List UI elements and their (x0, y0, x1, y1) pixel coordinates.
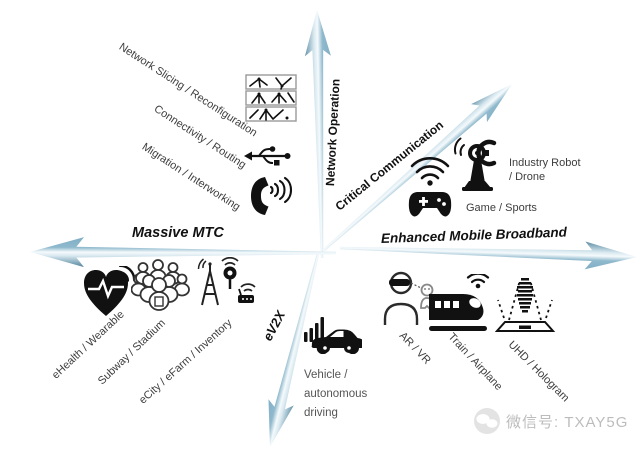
ar-vr-icon (383, 271, 434, 325)
industry-robot-line1: Industry Robot (509, 157, 581, 169)
heart-pulse-icon (84, 266, 136, 316)
industry-robot-drone-label: Industry Robot / Drone (509, 156, 581, 184)
network-operation-arrow (304, 10, 331, 259)
phone-signal-icon (251, 176, 293, 215)
robot-arm-icon (454, 137, 497, 191)
vehicle-line2: autonomous (304, 388, 368, 400)
ev2x-arrow (268, 253, 320, 447)
gamepad-icon (408, 157, 452, 217)
car-icon (304, 317, 362, 354)
crowd-icon (131, 259, 190, 311)
massive-mtc-arrow (30, 237, 337, 268)
industry-robot-line2: / Drone (509, 171, 546, 183)
critical-communication-arrow (323, 84, 513, 251)
vehicle-autonomous-driving-label: Vehicle / autonomous driving (304, 366, 367, 423)
watermark-text: 微信号: TXAY5G (506, 413, 629, 431)
game-sports-label: Game / Sports (466, 202, 537, 214)
hologram-icon (495, 278, 555, 332)
massive-mtc-axis-label: Massive MTC (132, 225, 224, 241)
wechat-logo-icon (474, 408, 500, 434)
train-icon (429, 274, 490, 331)
vehicle-line3: driving (304, 407, 338, 419)
usb-icon (244, 146, 291, 166)
watermark: 微信号: TXAY5G (472, 406, 628, 436)
vehicle-line1: Vehicle / (304, 369, 348, 381)
smart-city-icon (197, 257, 256, 306)
enhanced-mobile-broadband-arrow (339, 241, 637, 270)
network-slicing-icon (245, 74, 297, 122)
